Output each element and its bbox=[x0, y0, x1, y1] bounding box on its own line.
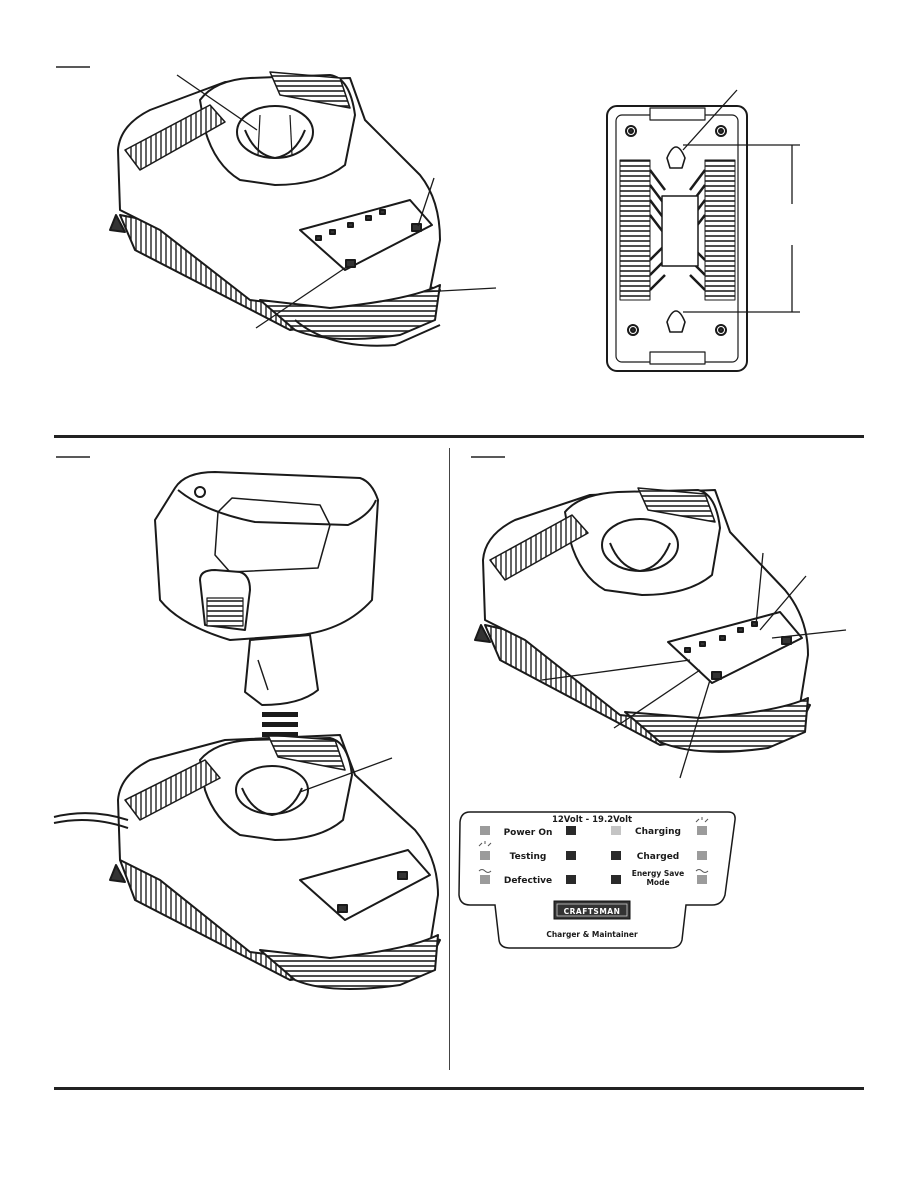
label-defective: Defective bbox=[504, 876, 552, 886]
led-power-on-right bbox=[566, 826, 576, 835]
led-testing-right bbox=[566, 851, 576, 860]
label-charging: Charging bbox=[635, 827, 681, 837]
led-energy-save-left bbox=[611, 875, 621, 884]
charger-with-callouts-icon bbox=[474, 487, 811, 753]
product-name-label: Charger & Maintainer bbox=[546, 930, 638, 939]
led-charging-left bbox=[611, 826, 621, 835]
charger-with-battery-icon bbox=[109, 734, 441, 990]
top-divider bbox=[54, 435, 864, 438]
label-charged: Charged bbox=[637, 852, 680, 862]
led-charging-right bbox=[697, 826, 707, 835]
label-testing: Testing bbox=[510, 852, 547, 862]
vertical-divider bbox=[449, 448, 450, 1070]
panel-voltage-label: 12Volt - 19.2Volt bbox=[552, 815, 632, 825]
brand-logo-text: CRAFTSMAN bbox=[564, 907, 621, 916]
led-defective-right bbox=[566, 875, 576, 884]
led-charged-right bbox=[697, 851, 707, 860]
label-energy-save-line2: Mode bbox=[646, 878, 669, 887]
led-defective-left bbox=[480, 875, 490, 884]
battery-pack-icon bbox=[154, 471, 379, 706]
led-testing-left bbox=[480, 851, 490, 860]
label-power-on: Power On bbox=[504, 828, 553, 838]
led-charged-left bbox=[611, 851, 621, 860]
label-energy-save-line1: Energy Save bbox=[632, 869, 685, 878]
led-power-on-left bbox=[480, 826, 490, 835]
charger-bottom-view-icon bbox=[606, 105, 748, 372]
led-energy-save-right bbox=[697, 875, 707, 884]
charger-top-view-icon bbox=[109, 71, 441, 347]
led-panel-decal: 12Volt - 19.2Volt Power On Testing Defec… bbox=[458, 811, 736, 949]
bottom-divider bbox=[54, 1087, 864, 1090]
